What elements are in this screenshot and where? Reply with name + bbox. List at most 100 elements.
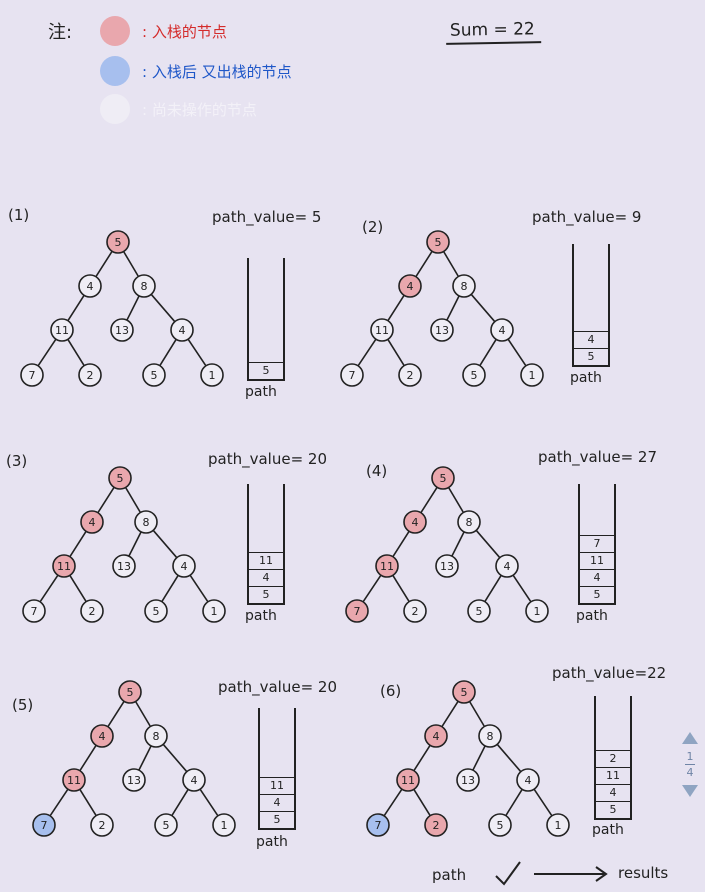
tree-edge <box>126 295 140 321</box>
node-label: 4 <box>99 730 106 743</box>
node-label: 5 <box>476 605 483 618</box>
legend-item-popped: : 入栈后 又出栈的节点 <box>100 56 292 86</box>
step-label: (1) <box>8 206 30 224</box>
tree-edge <box>383 788 403 817</box>
tree-node-n4: 4 <box>403 510 427 534</box>
tree-node-n5b: 5 <box>462 363 486 387</box>
tree-node-n5b: 5 <box>142 363 166 387</box>
path-value-label: path_value= 9 <box>532 208 642 226</box>
tree-node-n1: 1 <box>525 599 549 623</box>
tree-node-n5: 5 <box>108 466 132 490</box>
stack-caption: path <box>245 384 277 400</box>
node-label: 5 <box>435 236 442 249</box>
blue-dot-icon <box>100 56 130 86</box>
node-label: 2 <box>99 819 106 832</box>
node-label: 8 <box>141 280 148 293</box>
stack-cell: 4 <box>596 784 630 801</box>
node-circle <box>396 768 420 792</box>
node-label: 13 <box>461 774 475 787</box>
stack-cell: 11 <box>596 767 630 784</box>
tree-node-n13: 13 <box>456 768 480 792</box>
node-label: 1 <box>555 819 562 832</box>
tree-edge <box>413 788 431 817</box>
node-label: 5 <box>497 819 504 832</box>
node-circle <box>78 363 102 387</box>
node-label: 7 <box>41 819 48 832</box>
stack-cell: 5 <box>249 362 283 379</box>
node-circle <box>478 724 502 748</box>
node-label: 2 <box>87 369 94 382</box>
tree-edge <box>470 293 496 323</box>
tree-edge <box>442 251 460 277</box>
step-label: (4) <box>366 462 388 480</box>
path-value-label: path_value=22 <box>552 664 667 682</box>
current-page: 1 <box>686 750 694 763</box>
tree-node-n4b: 4 <box>516 768 540 792</box>
tree-node-n4: 4 <box>80 510 104 534</box>
node-circle <box>90 724 114 748</box>
tree-node-n8: 8 <box>144 724 168 748</box>
legend-item-pushed: : 入栈的节点 <box>100 16 227 46</box>
node-label: 2 <box>89 605 96 618</box>
tree-node-n7: 7 <box>32 813 56 837</box>
node-label: 11 <box>67 774 81 787</box>
page-up-icon[interactable] <box>682 732 698 744</box>
tree-node-n7: 7 <box>345 599 369 623</box>
node-circle <box>467 599 491 623</box>
node-label: 11 <box>375 324 389 337</box>
tree-edge <box>472 745 486 771</box>
node-circle <box>90 813 114 837</box>
tree-edge <box>162 743 188 773</box>
node-circle <box>202 599 226 623</box>
step-label: (2) <box>362 218 384 236</box>
node-label: 5 <box>127 686 134 699</box>
tree-edge <box>159 338 177 367</box>
tree-edge <box>171 788 189 817</box>
stack-caption: path <box>245 608 277 624</box>
node-circle <box>488 813 512 837</box>
node-label: 5 <box>151 369 158 382</box>
node-label: 13 <box>117 560 131 573</box>
tree-node-n5: 5 <box>452 680 476 704</box>
tree-node-n5: 5 <box>106 230 130 254</box>
tree-edge <box>413 744 431 772</box>
tree-node-n7: 7 <box>340 363 364 387</box>
tree-edge <box>447 487 465 513</box>
tree-node-n8: 8 <box>132 274 156 298</box>
node-label: 1 <box>529 369 536 382</box>
tree-node-n5: 5 <box>431 466 455 490</box>
tree-node-n5b: 5 <box>467 599 491 623</box>
node-label: 5 <box>163 819 170 832</box>
tree-edge <box>446 295 460 321</box>
node-label: 11 <box>57 560 71 573</box>
tree-edge <box>138 745 152 771</box>
node-circle <box>132 274 156 298</box>
tree-edge <box>67 338 85 367</box>
node-circle <box>20 363 44 387</box>
node-circle <box>424 813 448 837</box>
footer-results-label: results <box>618 864 669 882</box>
step-label: (3) <box>6 452 28 470</box>
tree-edge <box>362 574 382 603</box>
node-label: 5 <box>461 686 468 699</box>
tree-node-n2: 2 <box>78 363 102 387</box>
node-label: 5 <box>440 472 447 485</box>
tree-node-n5b: 5 <box>488 813 512 837</box>
page-down-icon[interactable] <box>682 785 698 797</box>
page-navigator: 1 4 <box>678 732 702 797</box>
node-label: 7 <box>375 819 382 832</box>
tree-edge <box>415 250 433 278</box>
tree-node-n4: 4 <box>424 724 448 748</box>
tree-node-n4: 4 <box>78 274 102 298</box>
node-circle <box>430 318 454 342</box>
legend-text-popped: : 入栈后 又出栈的节点 <box>142 62 292 81</box>
white-dot-icon <box>100 94 130 124</box>
node-circle <box>403 510 427 534</box>
